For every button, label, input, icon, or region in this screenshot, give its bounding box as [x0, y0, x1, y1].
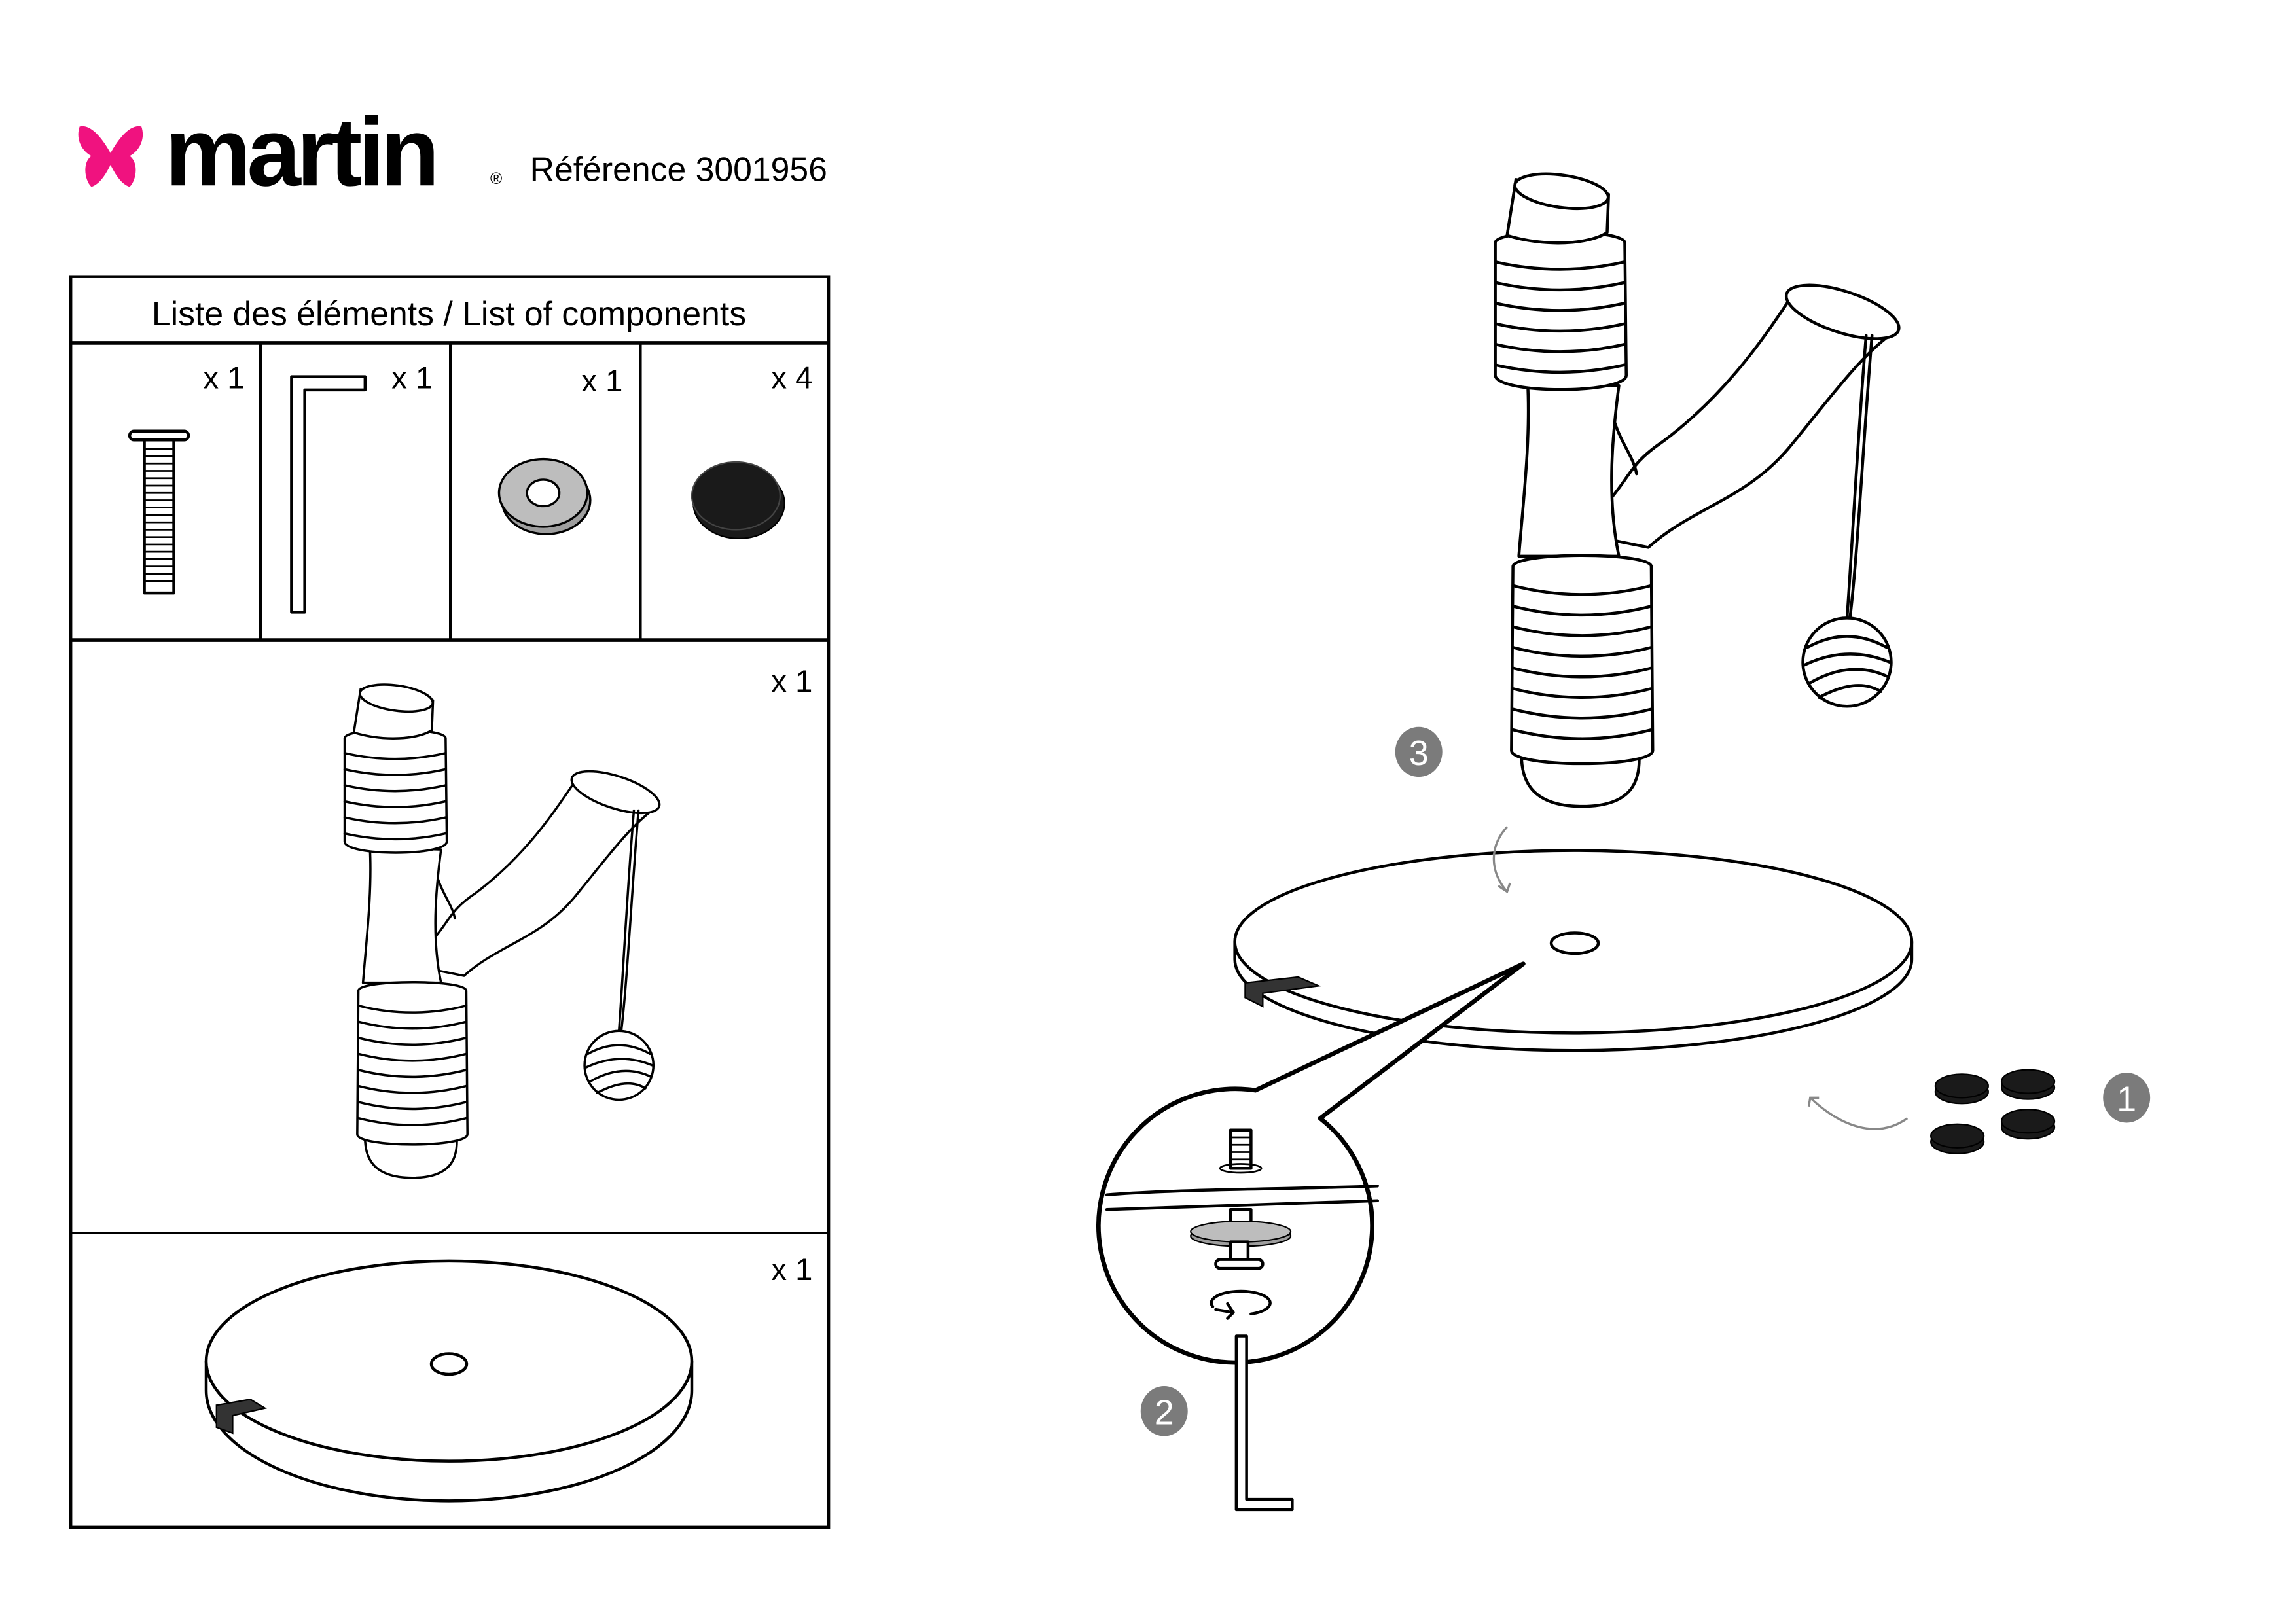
bolt-icon — [128, 429, 190, 595]
step-badge-2: 2 — [1140, 1386, 1188, 1436]
base-plate-illustration — [204, 1259, 694, 1503]
base-plate-assembly — [1233, 849, 1914, 1052]
trunk-qty: x 1 — [771, 664, 812, 699]
brand-logo: martin ® — [78, 98, 502, 206]
step-badge-3: 3 — [1395, 726, 1443, 777]
detail-callout — [1096, 961, 1526, 1365]
svg-text:1: 1 — [2117, 1080, 2136, 1119]
insert-arrow-icon — [1492, 826, 1511, 894]
washer-qty: x 1 — [581, 364, 622, 399]
cat-tree-trunk-assembly — [1496, 169, 1905, 806]
components-table: Liste des éléments / List of components … — [69, 275, 831, 1529]
felt-pad-icon — [691, 461, 785, 540]
washer-icon — [497, 457, 592, 535]
felt-pads-group — [1930, 1069, 2056, 1154]
allen-key-icon — [290, 375, 367, 614]
svg-text:3: 3 — [1409, 734, 1429, 773]
reference-number: Référence 3001956 — [530, 151, 827, 188]
base-qty: x 1 — [771, 1253, 812, 1287]
cat-tree-trunk-illustration — [343, 679, 666, 1179]
step-badge-1: 1 — [2103, 1073, 2151, 1123]
registered-mark: ® — [490, 170, 502, 188]
bolt-qty: x 1 — [204, 361, 245, 396]
svg-text:2: 2 — [1155, 1393, 1174, 1432]
felt-pad-qty: x 4 — [771, 361, 812, 396]
brand-name: martin — [165, 98, 435, 206]
allen-key-assembly — [1234, 1334, 1294, 1512]
attach-pads-arrow-icon — [1807, 1096, 1909, 1130]
bolt-detail-icon — [1190, 1128, 1292, 1270]
table-title: Liste des éléments / List of components — [152, 294, 746, 332]
rotate-icon — [1210, 1289, 1272, 1320]
allen-key-qty: x 1 — [391, 361, 433, 396]
butterfly-icon — [78, 126, 143, 187]
